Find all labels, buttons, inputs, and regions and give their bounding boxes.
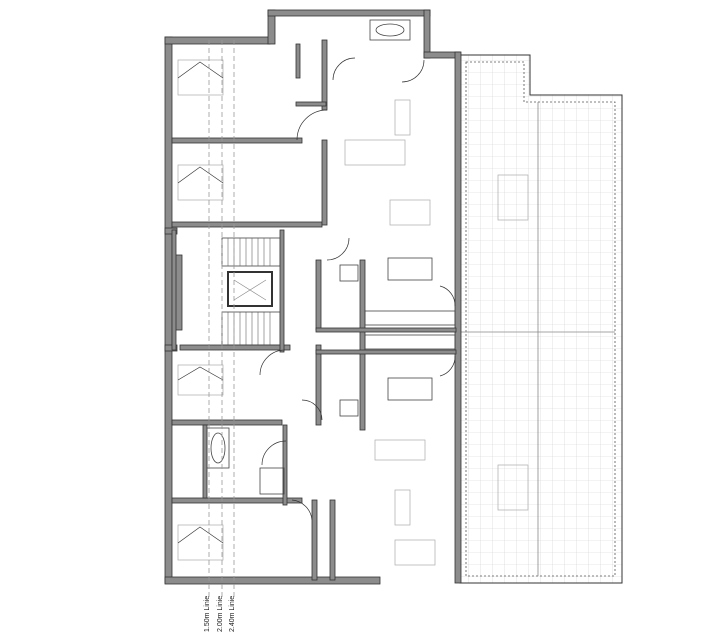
height-lines: 1.50m Linie 2.00m Linie 2.40m Linie [204, 40, 236, 632]
height-line-label-240: 2.40m Linie [229, 596, 236, 632]
furniture [177, 19, 456, 566]
height-line-label-200: 2.00m Linie [217, 596, 224, 632]
height-line-label-150: 1.50m Linie [204, 596, 211, 632]
doors [259, 57, 456, 521]
terrace [459, 54, 623, 584]
elevator [227, 271, 273, 307]
stairwell [221, 237, 281, 346]
exterior-walls [164, 9, 462, 585]
interior-walls [171, 39, 457, 581]
